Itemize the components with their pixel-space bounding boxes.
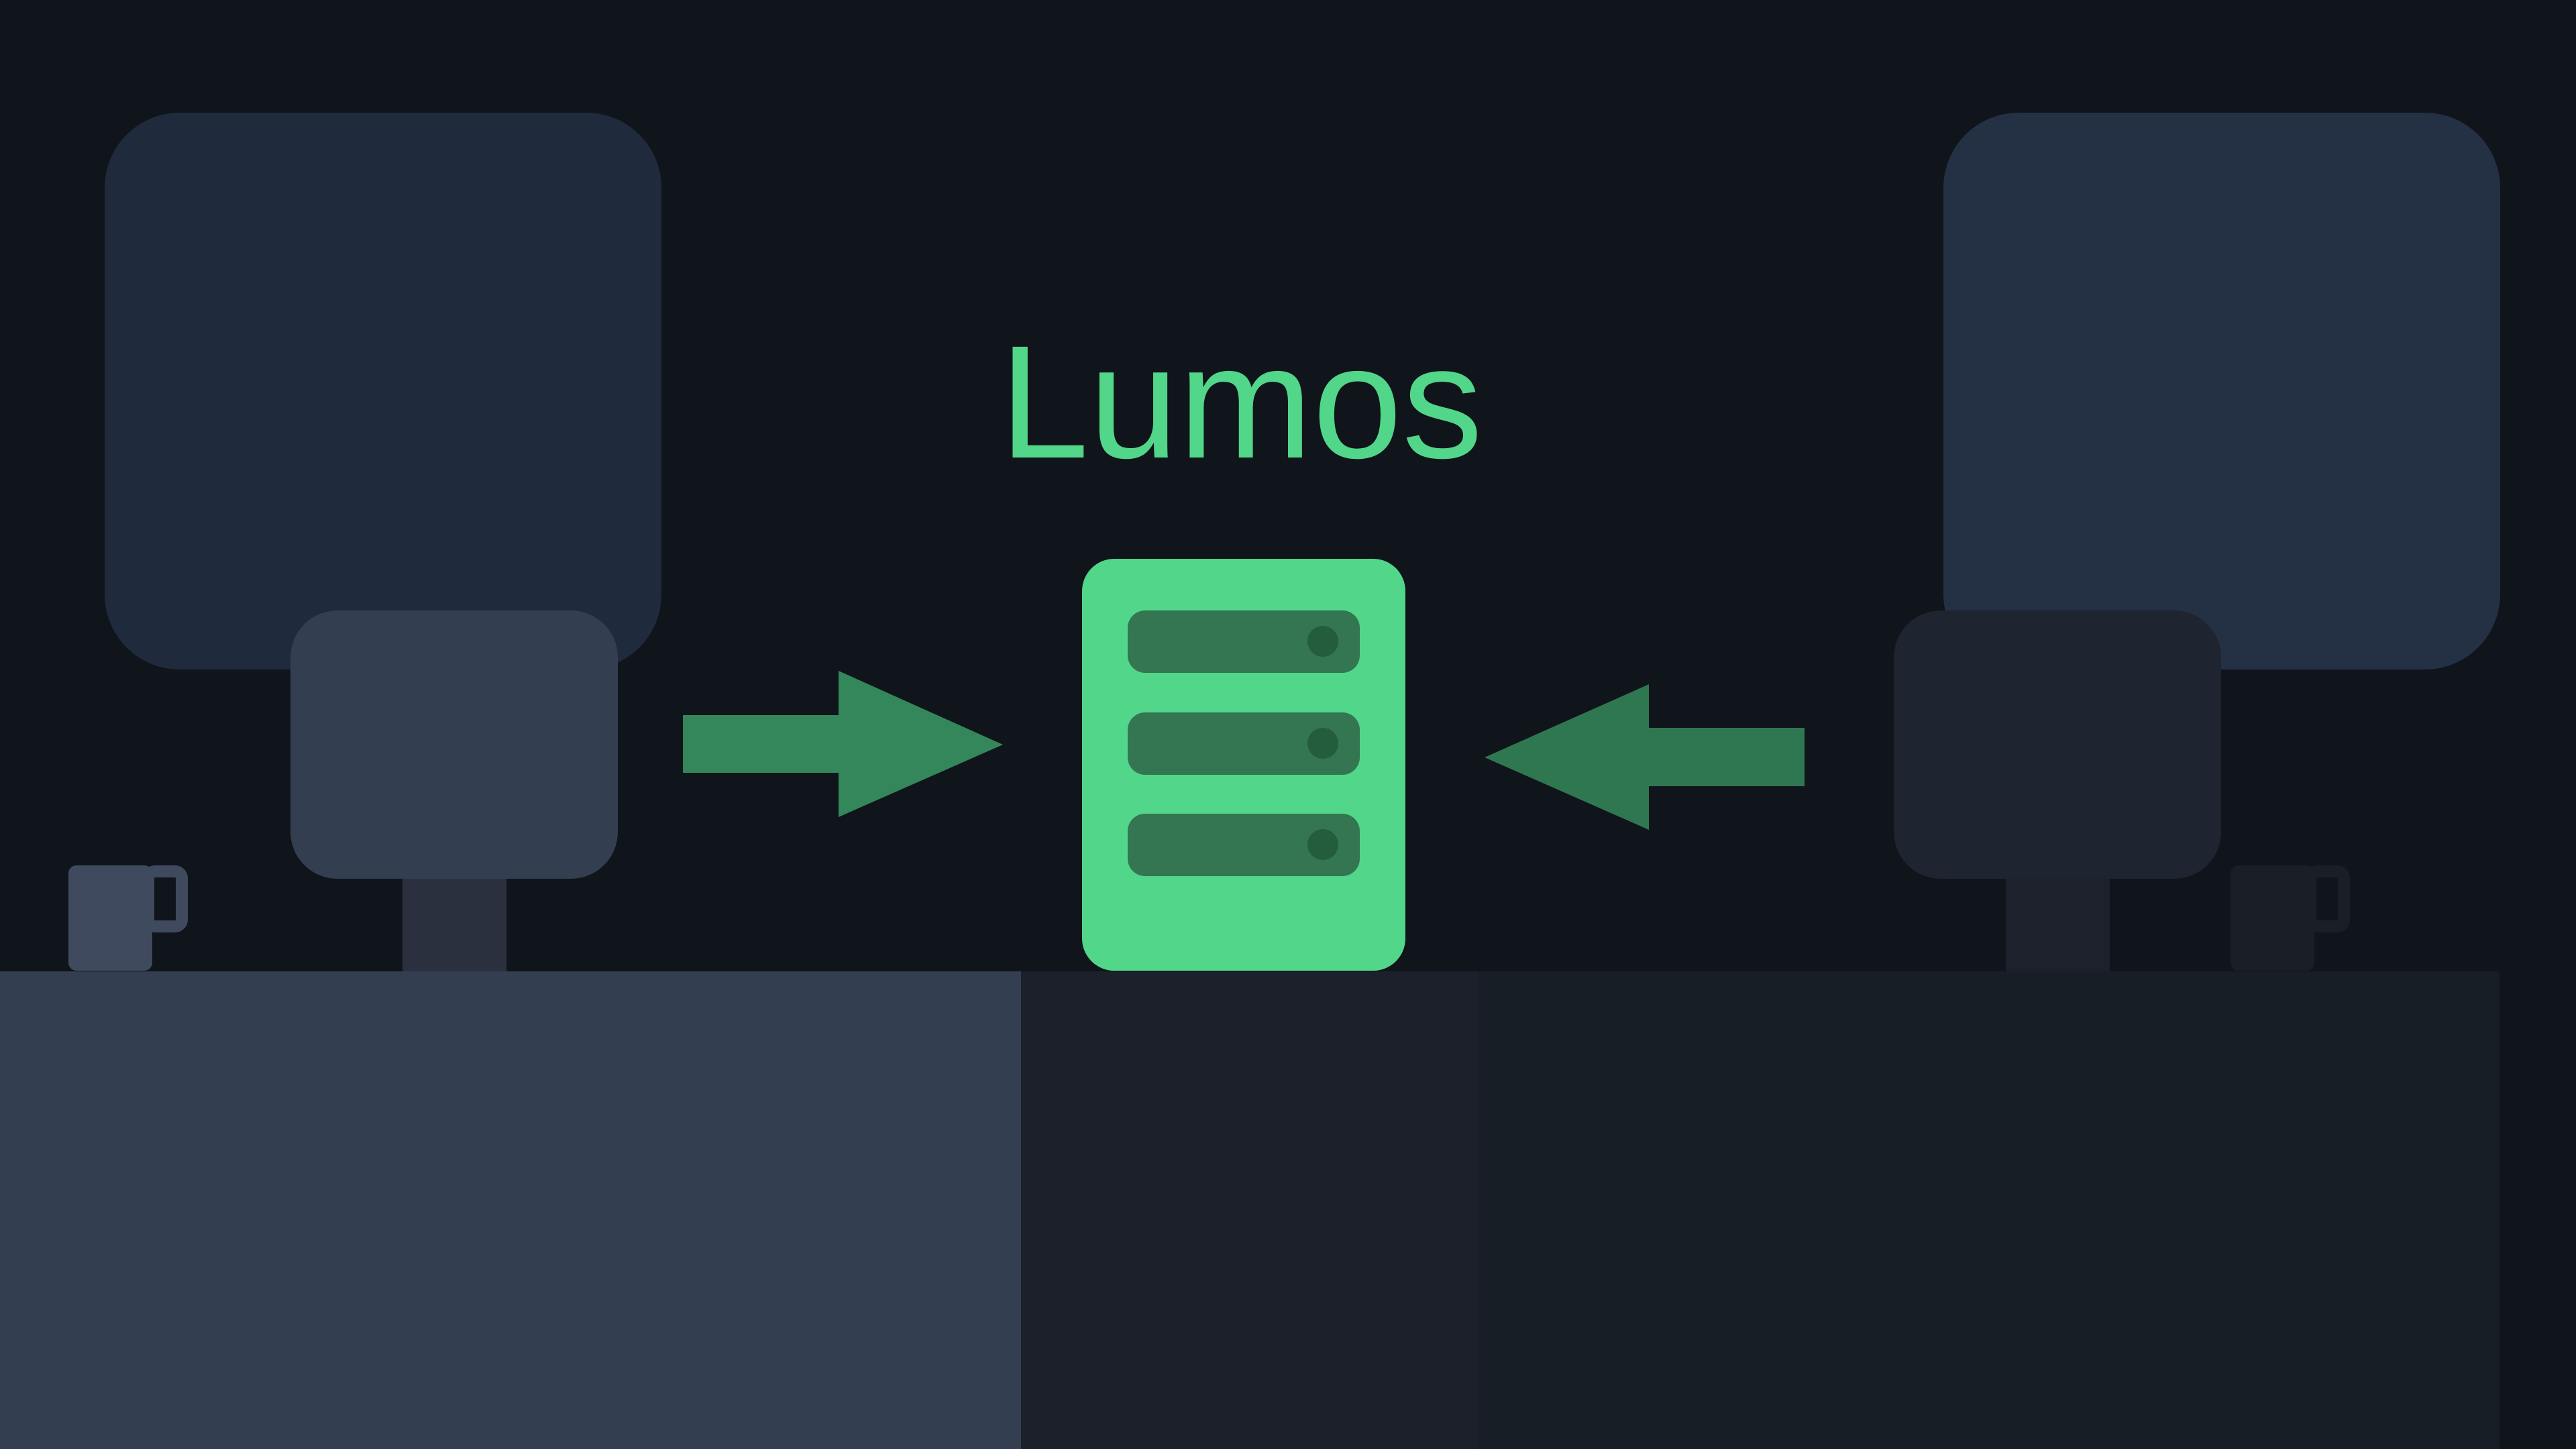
- right-monitor-back: [1943, 113, 2500, 669]
- left-mug-body: [68, 865, 152, 971]
- desk-right-segment: [1479, 971, 2500, 1449]
- server-led: [1307, 829, 1338, 860]
- server-slot: [1128, 814, 1360, 876]
- desk: [0, 971, 2500, 1449]
- desk-left-segment: [0, 971, 1021, 1449]
- arrow-right-icon: [683, 671, 1003, 817]
- right-mug-body: [2231, 865, 2314, 971]
- right-monitor-icon: [1894, 610, 2221, 879]
- page-title: Lumos: [1000, 312, 1483, 492]
- left-mug-icon: [68, 865, 188, 971]
- right-mug-icon: [2231, 865, 2350, 971]
- right-mug-handle: [2304, 865, 2350, 932]
- left-mug-handle: [142, 865, 188, 932]
- desk-center-segment: [1021, 971, 1479, 1449]
- server-led: [1307, 626, 1338, 657]
- right-workstation: [1894, 113, 2500, 979]
- left-monitor-stand: [402, 872, 506, 979]
- server-led: [1307, 728, 1338, 759]
- server-icon: [1082, 559, 1405, 971]
- right-monitor-stand: [2006, 872, 2110, 979]
- server-slot: [1128, 712, 1360, 775]
- left-workstation: [68, 113, 661, 979]
- server-slot: [1128, 610, 1360, 673]
- left-monitor-icon: [290, 610, 618, 879]
- arrow-left-icon: [1485, 684, 1805, 830]
- left-monitor-back: [105, 113, 661, 669]
